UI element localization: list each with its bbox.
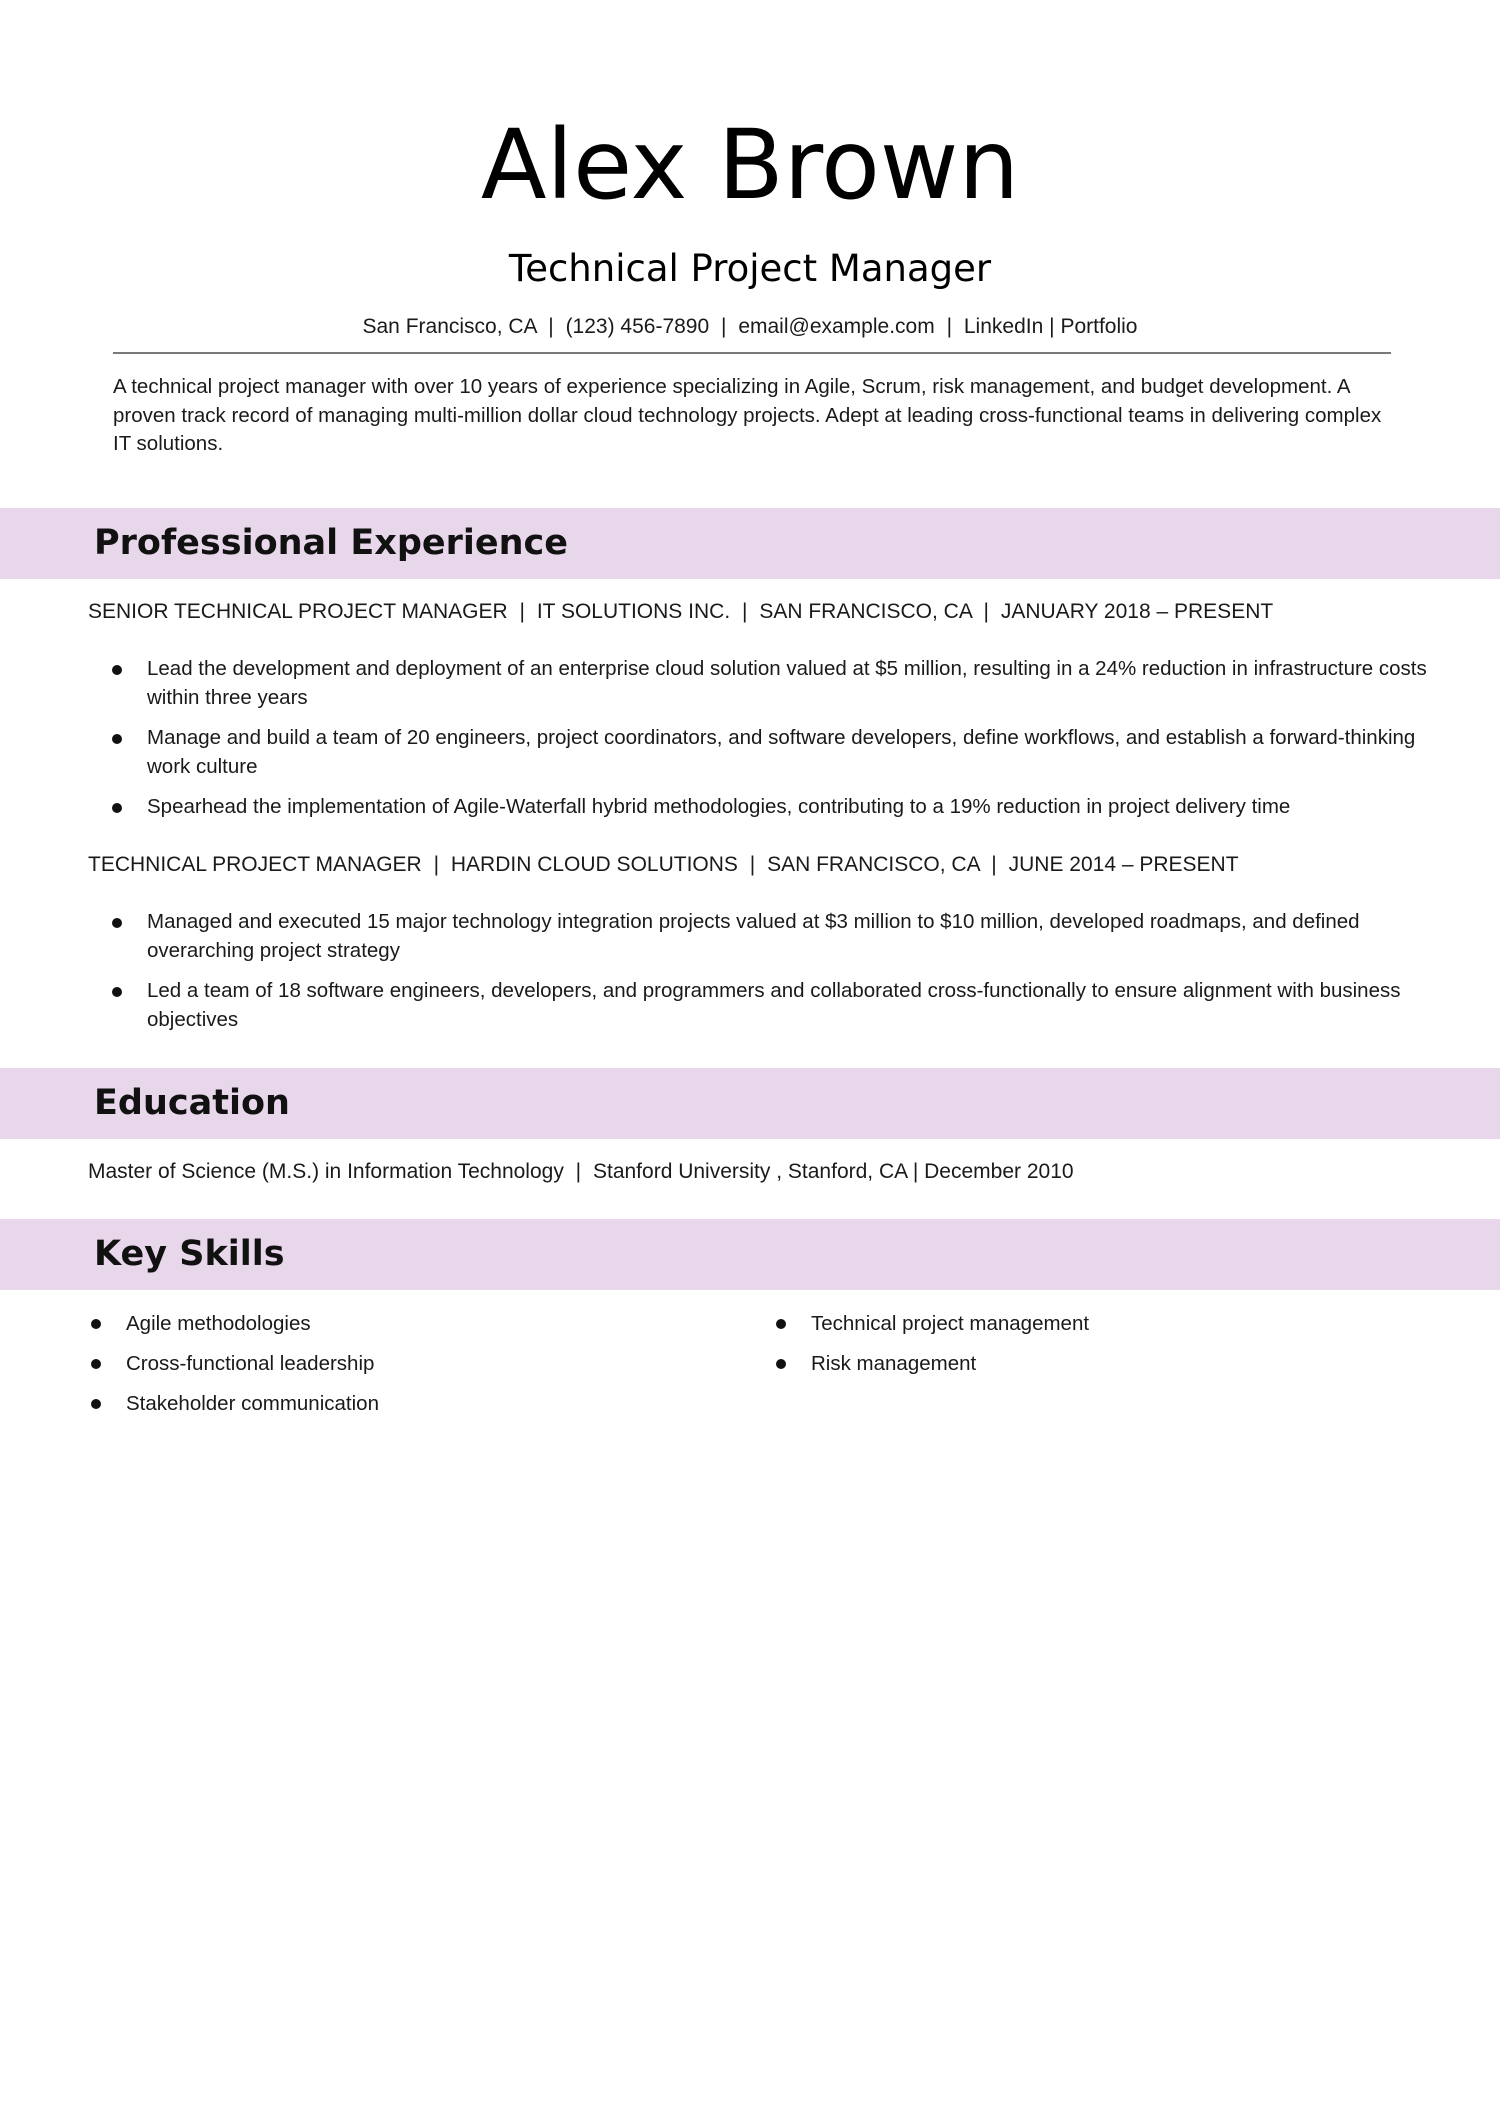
job-2-bullets: Managed and executed 15 major technology… xyxy=(110,908,1460,1034)
list-item: Spearhead the implementation of Agile-Wa… xyxy=(110,793,1460,822)
contact-separator: | xyxy=(1049,315,1055,338)
contact-separator: | xyxy=(721,315,727,338)
resume-job-title: Technical Project Manager xyxy=(508,247,992,290)
list-item: Technical project management xyxy=(774,1310,1374,1350)
section-band-experience: Professional Experience xyxy=(0,508,1500,579)
education-entry: Master of Science (M.S.) in Information … xyxy=(88,1160,1074,1183)
contact-email[interactable]: email@example.com xyxy=(738,315,935,338)
list-item: Managed and executed 15 major technology… xyxy=(110,908,1460,965)
job-company: IT SOLUTIONS INC. xyxy=(536,600,731,623)
section-band-skills: Key Skills xyxy=(0,1219,1500,1290)
skills-list-right: Technical project management Risk manage… xyxy=(774,1310,1374,1390)
list-item: Led a team of 18 software engineers, dev… xyxy=(110,977,1460,1034)
job-separator: | xyxy=(742,600,748,623)
summary-paragraph: A technical project manager with over 10… xyxy=(113,375,1382,455)
section-title-education: Education xyxy=(94,1083,290,1123)
contact-location: San Francisco, CA xyxy=(362,315,537,338)
education-separator: | xyxy=(912,1160,919,1183)
job-separator: | xyxy=(749,853,756,876)
job-separator: | xyxy=(983,600,989,623)
job-1-bullets: Lead the development and deployment of a… xyxy=(110,655,1460,822)
contact-separator: | xyxy=(946,315,953,338)
list-item: Cross-functional leadership xyxy=(89,1350,689,1390)
job-heading-2: TECHNICAL PROJECT MANAGER | HARDIN CLOUD… xyxy=(88,851,1468,879)
job-separator: | xyxy=(433,853,440,876)
list-item: Agile methodologies xyxy=(89,1310,689,1350)
header-divider xyxy=(113,352,1391,354)
list-item: Lead the development and deployment of a… xyxy=(110,655,1460,712)
job-separator: | xyxy=(991,853,997,876)
education-degree: Master of Science (M.S.) in Information … xyxy=(88,1160,564,1183)
job-heading-1: SENIOR TECHNICAL PROJECT MANAGER | IT SO… xyxy=(88,598,1468,626)
list-item: Stakeholder communication xyxy=(89,1390,689,1430)
education-date: December 2010 xyxy=(924,1160,1074,1183)
education-location: Stanford, CA xyxy=(787,1160,907,1183)
contact-linkedin-link[interactable]: LinkedIn xyxy=(963,315,1044,338)
contact-portfolio-link[interactable]: Portfolio xyxy=(1060,315,1138,338)
job-company: HARDIN CLOUD SOLUTIONS xyxy=(450,853,738,876)
education-separator: | xyxy=(575,1160,582,1183)
contact-separator: | xyxy=(548,315,554,338)
job-role: TECHNICAL PROJECT MANAGER xyxy=(88,853,422,876)
section-band-education: Education xyxy=(0,1068,1500,1139)
job-dates: JANUARY 2018 – PRESENT xyxy=(1000,600,1274,623)
section-title-skills: Key Skills xyxy=(94,1234,285,1274)
job-role: SENIOR TECHNICAL PROJECT MANAGER xyxy=(88,600,508,623)
education-school: Stanford University xyxy=(592,1160,771,1183)
list-item: Manage and build a team of 20 engineers,… xyxy=(110,724,1460,781)
job-dates: JUNE 2014 – PRESENT xyxy=(1008,853,1239,876)
contact-phone: (123) 456-7890 xyxy=(565,315,710,338)
resume-name: Alex Brown xyxy=(480,109,1020,221)
skills-list-left: Agile methodologies Cross-functional lea… xyxy=(89,1310,689,1430)
list-item: Risk management xyxy=(774,1350,1374,1390)
job-separator: | xyxy=(519,600,525,623)
section-title-experience: Professional Experience xyxy=(94,523,569,563)
job-location: SAN FRANCISCO, CA xyxy=(767,853,980,876)
contact-line: San Francisco, CA | (123) 456-7890 | ema… xyxy=(0,313,1500,341)
job-location: SAN FRANCISCO, CA xyxy=(759,600,972,623)
